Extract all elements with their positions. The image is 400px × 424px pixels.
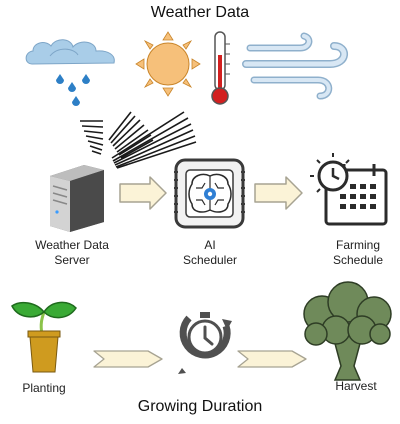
seedling-pot-icon [11, 301, 77, 373]
weather-data-title: Weather Data [150, 4, 250, 21]
signal-icon [80, 111, 197, 169]
weather-data-server-label-line1: Weather Data [35, 238, 109, 252]
growing-duration-title: Growing Duration [137, 398, 263, 415]
cloud-rain-icon [25, 39, 115, 106]
farming-schedule-label: Farming Schedule [308, 238, 400, 268]
ai-scheduler-label-line1: AI [204, 238, 216, 252]
arrow-scheduler-to-schedule [254, 176, 303, 210]
ai-scheduler-label: AI Scheduler [160, 238, 260, 268]
server-icon [50, 165, 104, 232]
arrow-planting-to-timer [93, 350, 163, 368]
planting-label: Planting [22, 381, 66, 395]
sun-icon [135, 31, 201, 97]
arrow-timer-to-harvest [237, 350, 307, 368]
stopwatch-icon [178, 312, 232, 374]
calendar-clock-icon [310, 153, 388, 226]
ai-scheduler-label-line2: Scheduler [182, 253, 238, 267]
arrow-server-to-scheduler [119, 176, 167, 210]
thermometer-icon [211, 31, 230, 105]
weather-data-server-label-line2: Server [54, 253, 90, 267]
farming-schedule-label-line1: Farming [335, 238, 380, 252]
wind-icon [242, 32, 348, 100]
weather-data-server-label: Weather Data Server [22, 238, 122, 268]
harvest-label: Harvest [335, 379, 377, 393]
ai-chip-icon [174, 158, 245, 229]
farming-schedule-label-line2: Schedule [332, 253, 384, 267]
broccoli-icon [303, 281, 392, 381]
